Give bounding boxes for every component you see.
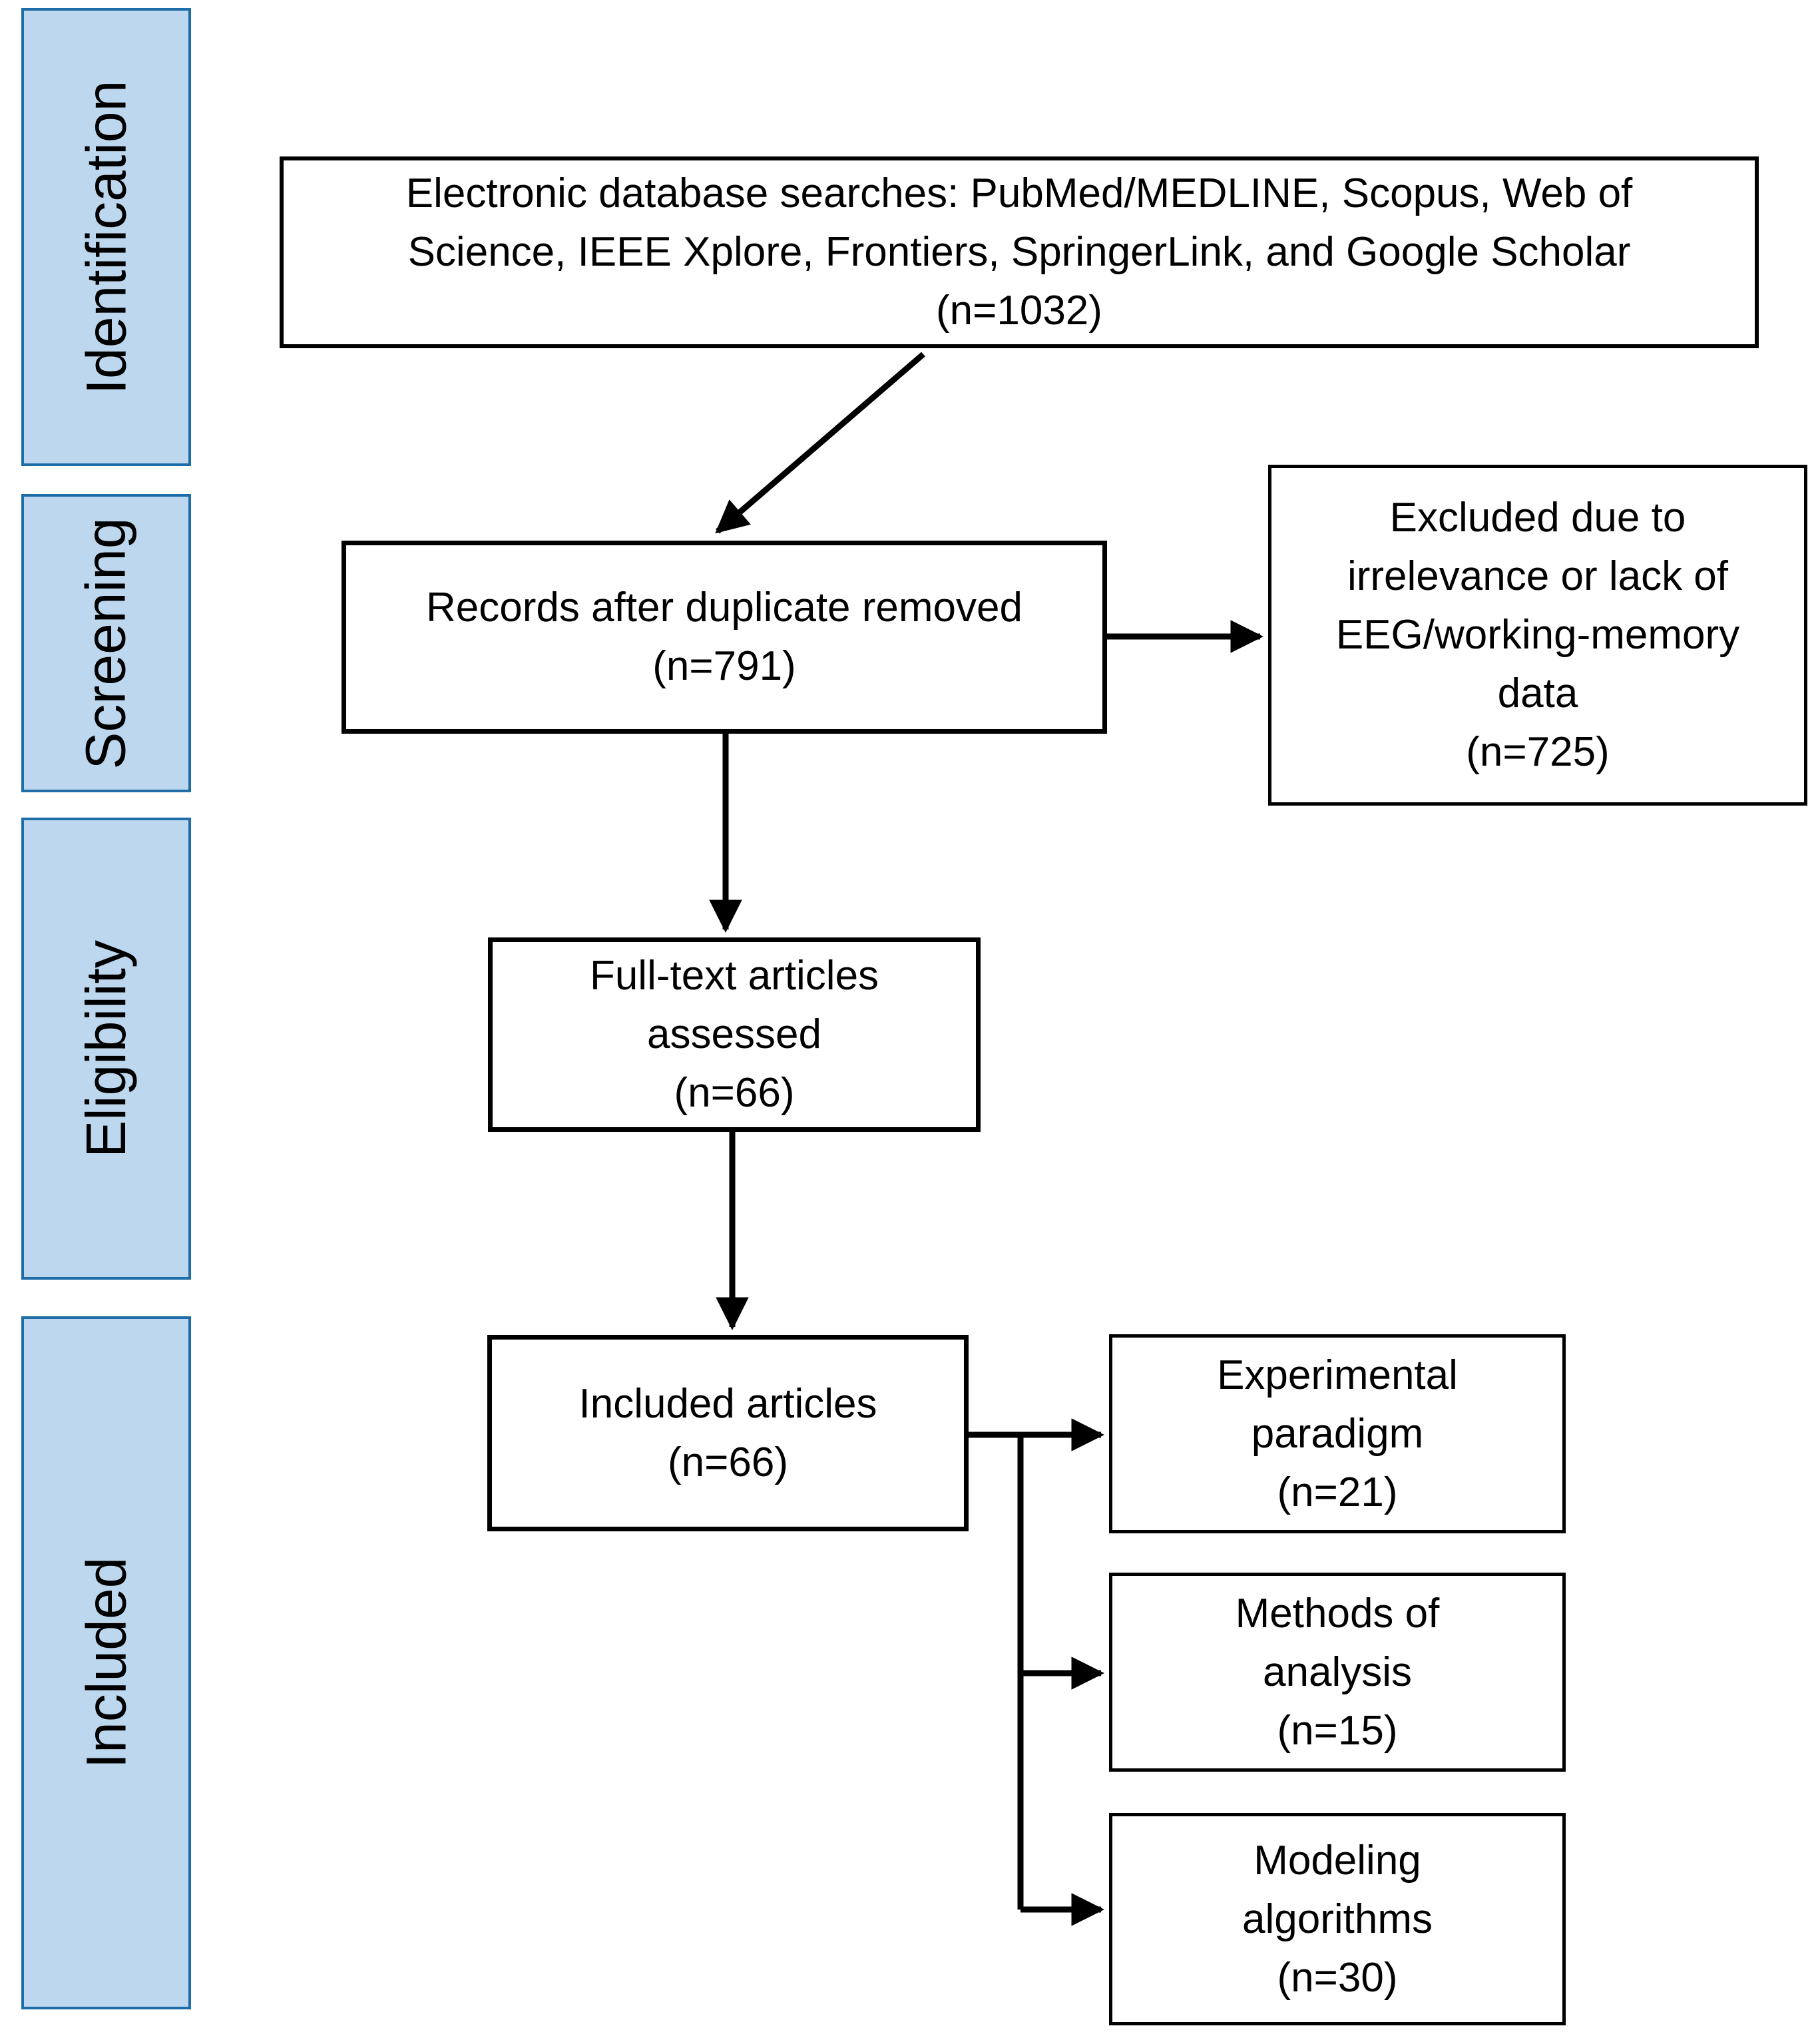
box-included-line-1: Included articles (578, 1380, 877, 1427)
box-excluded-line-3: EEG/working-memory (1335, 612, 1740, 658)
box-database-line-1: Electronic database searches: PubMed/MED… (405, 170, 1633, 216)
box-excluded-line-4: data (1497, 670, 1578, 716)
box-records-count: (n=791) (652, 643, 796, 689)
box-records-line-1: Records after duplicate removed (425, 585, 1023, 631)
box-modeling-line-2: algorithms (1242, 1896, 1433, 1942)
box-fulltext-assessed: Full-text articles assessed (n=66) (488, 937, 981, 1132)
box-experimental-line-1: Experimental (1217, 1352, 1458, 1398)
box-experimental-count: (n=21) (1277, 1469, 1398, 1515)
box-fulltext-line-1: Full-text articles (589, 953, 879, 999)
box-records-after-duplicates: Records after duplicate removed (n=791) (341, 541, 1107, 734)
stage-bar-screening: Screening (21, 494, 191, 792)
stage-label-included: Included (75, 1557, 137, 1769)
box-database-count: (n=1032) (936, 288, 1102, 334)
box-fulltext-line-2: assessed (647, 1011, 821, 1057)
arrow-search-to-records (715, 352, 925, 534)
box-database-line-2: Science, IEEE Xplore, Frontiers, Springe… (407, 229, 1631, 275)
stage-label-identification: Identification (75, 80, 138, 394)
box-modeling-count: (n=30) (1277, 1954, 1398, 2001)
box-included-articles: Included articles (n=66) (487, 1335, 969, 1531)
box-excluded-line-1: Excluded due to (1389, 495, 1686, 541)
box-excluded-count: (n=725) (1466, 729, 1610, 775)
stage-label-screening: Screening (75, 517, 137, 770)
stage-bar-included: Included (21, 1316, 191, 2009)
stage-bar-identification: Identification (21, 8, 191, 466)
stage-bar-eligibility: Eligibility (21, 818, 191, 1280)
box-database-searches: Electronic database searches: PubMed/MED… (280, 156, 1759, 348)
box-modeling-algorithms: Modeling algorithms (n=30) (1109, 1813, 1566, 2025)
box-excluded-records: Excluded due to irrelevance or lack of E… (1268, 465, 1807, 806)
box-modeling-line-1: Modeling (1253, 1837, 1421, 1884)
box-methods-line-1: Methods of (1235, 1590, 1440, 1637)
box-methods-line-2: analysis (1263, 1649, 1412, 1695)
box-experimental-line-2: paradigm (1251, 1410, 1424, 1457)
box-excluded-line-2: irrelevance or lack of (1347, 553, 1729, 599)
stage-label-eligibility: Eligibility (75, 939, 137, 1158)
box-methods-count: (n=15) (1277, 1707, 1398, 1754)
box-fulltext-count: (n=66) (674, 1070, 795, 1116)
box-experimental-paradigm: Experimental paradigm (n=21) (1109, 1334, 1566, 1533)
box-included-count: (n=66) (668, 1439, 788, 1485)
box-methods-of-analysis: Methods of analysis (n=15) (1109, 1573, 1566, 1772)
